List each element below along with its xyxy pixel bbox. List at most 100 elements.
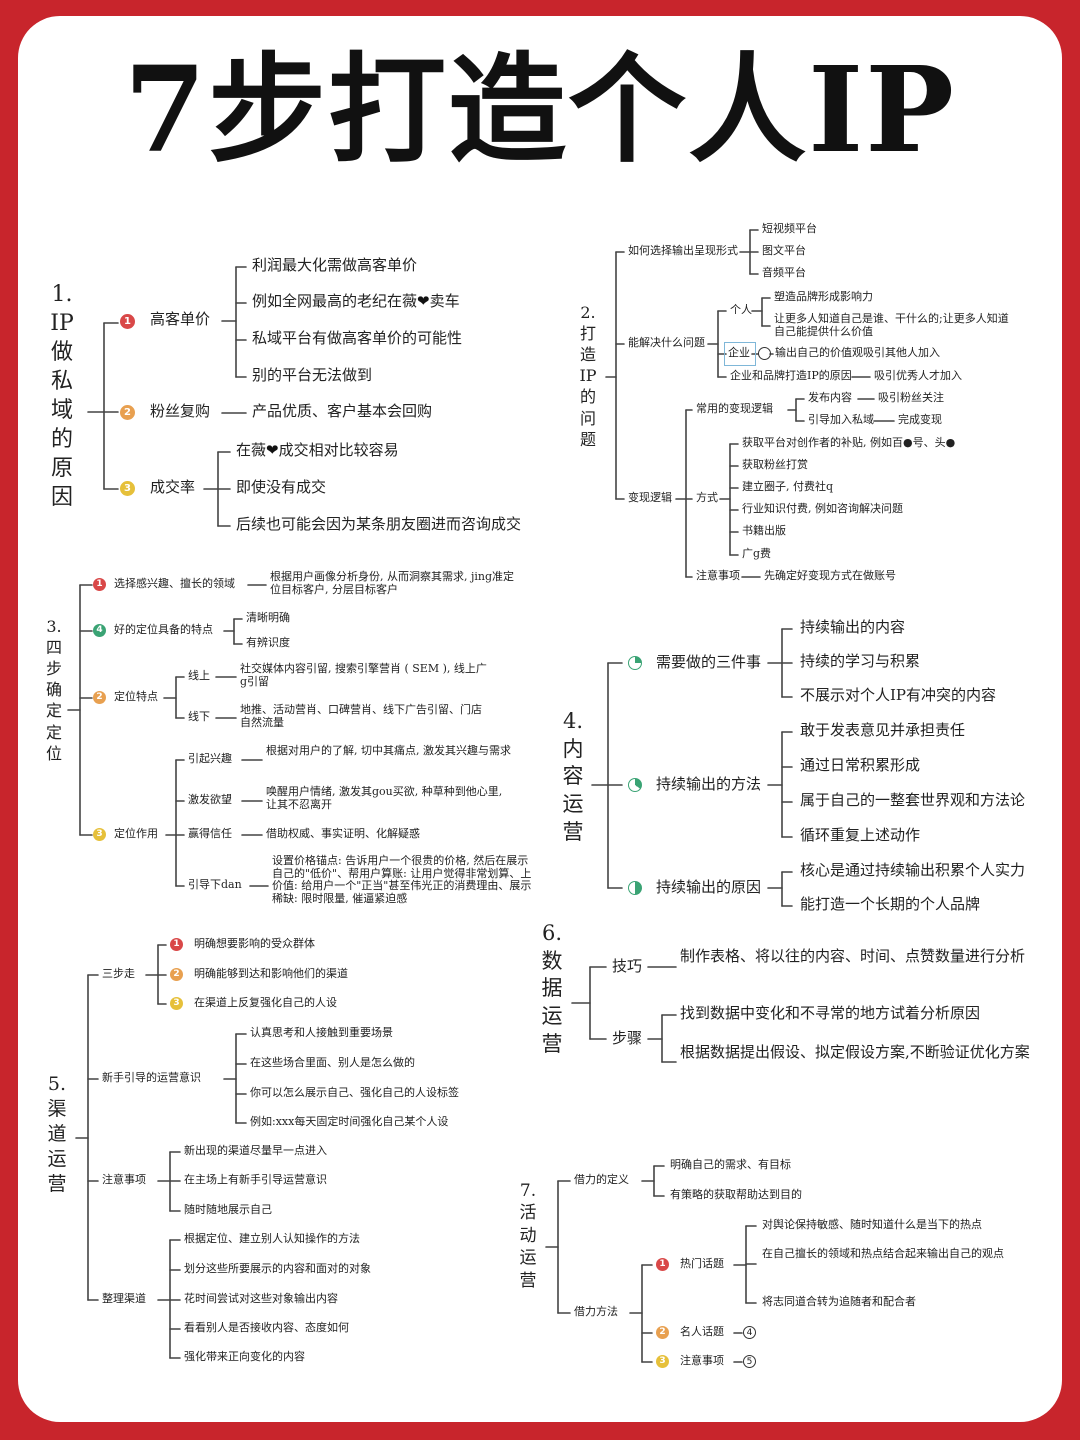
- number-1-badge: 1: [93, 578, 106, 591]
- s2-c2-item-3: 建立圈子, 付费社q: [742, 480, 834, 493]
- s3-d2-item: 唤醒用户情绪, 激发其gou买欲, 种草种到他心里, 让其不忍离开: [266, 785, 503, 811]
- s2-c2: 方式: [696, 491, 718, 504]
- s4-a-item-3: 不展示对个人IP有冲突的内容: [800, 686, 997, 704]
- s7-branch-definition: 借力的定义: [574, 1173, 629, 1186]
- s4-a-item-2: 持续的学习与积累: [800, 652, 921, 670]
- s2-c1-item-1: 发布内容: [808, 391, 852, 404]
- s6-a-item: 制作表格、将以往的内容、时间、点赞数量进行分析: [680, 947, 1026, 965]
- s1-b3-item-1-head: 在薇: [236, 441, 267, 459]
- s2-c1-item-2: 吸引粉丝关注: [878, 391, 944, 404]
- s3-a-item: 根据用户画像分析身份, 从而洞察其需求, jing准定位目标客户, 分层目标客户: [270, 570, 515, 596]
- section-4-label-text: 4. 内 容 运 营: [562, 709, 584, 844]
- s4-b-item-3: 属于自己的一整套世界观和方法论: [800, 791, 1026, 809]
- s2-a-item-3: 音频平台: [762, 266, 806, 279]
- s1-b1-item-3: 私域平台有做高客单价的可能性: [252, 329, 463, 347]
- number-1-badge: 1: [170, 938, 183, 951]
- number-2-badge: 2: [120, 405, 135, 420]
- s7-b1: 热门话题: [680, 1257, 724, 1270]
- s4-b-item-1: 敢于发表意见并承担责任: [800, 721, 966, 739]
- number-2-badge: 2: [170, 968, 183, 981]
- highlight-box: [724, 342, 756, 366]
- s7-b1-item-2: 在自己擅长的领域和热点结合起来输出自己的观点: [762, 1247, 1004, 1260]
- s2-person-item-2: 让更多人知道自己是谁、干什么的;让更多人知道自己能提供什么价值: [774, 312, 1009, 338]
- s2-c2-item-5: 书籍出版: [742, 524, 786, 537]
- s3-d4-item: 设置价格锚点: 告诉用户一个很贵的价格, 然后在展示自己的"低价"、帮用户算账:…: [272, 854, 532, 905]
- pie-third-icon: [628, 778, 642, 792]
- s3-d4: 引导下dan: [188, 878, 242, 891]
- s2-branch-monetize: 变现逻辑: [628, 491, 672, 504]
- s4-branch-reason: 持续输出的原因: [656, 878, 762, 896]
- s3-d2: 激发欲望: [188, 793, 232, 806]
- s5-branch-three-steps: 三步走: [102, 967, 135, 980]
- s1-b1-item-2: 例如全网最高的老纪在薇❤卖车: [252, 292, 460, 310]
- s2-a-item-1: 短视频平台: [762, 222, 817, 235]
- s5-a-item-1: 明确想要影响的受众群体: [194, 937, 315, 950]
- section-2-label: 2. 打 造 IP 的 问 题: [572, 302, 604, 450]
- number-3-badge: 3: [93, 828, 106, 841]
- collapsed-count-badge[interactable]: 5: [743, 1355, 756, 1368]
- s1-b1-item-2-text: 例如全网最高的老纪在薇: [252, 292, 418, 310]
- s5-c-item-3: 随时随地展示自己: [184, 1203, 272, 1216]
- s4-c-item-1: 核心是通过持续输出积累个人实力: [800, 861, 1026, 879]
- section-2-label-text: 2. 打 造 IP 的 问 题: [579, 303, 597, 449]
- s3-d3: 赢得信任: [188, 827, 232, 840]
- section-5-label: 5. 渠 道 运 营: [40, 1072, 74, 1197]
- s2-branch-format: 如何选择输出呈现形式: [628, 244, 738, 257]
- number-3-badge: 3: [120, 481, 135, 496]
- s1-branch-high-price: 高客单价: [150, 310, 211, 328]
- section-7-label: 7. 活 动 运 营: [512, 1180, 544, 1292]
- s2-c2-item-4: 行业知识付费, 例如咨询解决问题: [742, 502, 903, 515]
- s2-c2-item-6: 广g费: [742, 547, 772, 560]
- s5-branch-organize: 整理渠道: [102, 1292, 146, 1305]
- s7-b1-item-1: 对舆论保持敏感、随时知道什么是当下的热点: [762, 1218, 982, 1231]
- s2-branch-solve: 能解决什么问题: [628, 336, 705, 349]
- page-title: 7步打造个人IP: [123, 40, 957, 179]
- s2-a-item-2: 图文平台: [762, 244, 806, 257]
- s1-branch-repurchase: 粉丝复购: [150, 402, 211, 420]
- number-1-badge: 1: [656, 1258, 669, 1271]
- minus-circle-icon: [758, 347, 771, 360]
- s2-company: 企业: [728, 346, 750, 359]
- section-3-label-text: 3. 四 步 确 定 定 位: [45, 617, 62, 763]
- s1-b3-item-3: 后续也可能会因为某条朋友圈进而咨询成交: [236, 515, 522, 533]
- s5-d-item-1: 根据定位、建立别人认知操作的方法: [184, 1232, 360, 1245]
- s1-b1-item-2-tail: 卖车: [429, 292, 460, 310]
- s3-b-item-1: 清晰明确: [246, 611, 290, 624]
- number-4-badge: 4: [93, 624, 106, 637]
- s5-d-item-5: 强化带来正向变化的内容: [184, 1350, 305, 1363]
- s6-branch-steps: 步骤: [612, 1029, 643, 1047]
- number-3-badge: 3: [656, 1355, 669, 1368]
- s4-branch-three-things: 需要做的三件事: [656, 653, 762, 671]
- s3-branch-field: 选择感兴趣、擅长的领域: [114, 577, 235, 590]
- section-6-label-text: 6. 数 据 运 营: [541, 921, 563, 1056]
- s6-b-item-1: 找到数据中变化和不寻常的地方试着分析原因: [680, 1004, 981, 1022]
- s3-d1-item: 根据对用户的了解, 切中其痛点, 激发其兴趣与需求: [266, 744, 511, 757]
- s7-b2: 名人话题: [680, 1325, 724, 1338]
- section-1-label-text: 1. IP 做 私 域 的 原 因: [50, 282, 74, 511]
- s2-person-item-1: 塑造品牌形成影响力: [774, 290, 873, 303]
- s3-b-item-2: 有辨识度: [246, 636, 290, 649]
- s2-c3-item: 先确定好变现方式在做账号: [764, 569, 896, 582]
- s4-b-item-4: 循环重复上述动作: [800, 826, 921, 844]
- s1-b1-item-4: 别的平台无法做到: [252, 366, 373, 384]
- s5-b-item-4: 例如:xxx每天固定时间强化自己某个人设: [250, 1115, 449, 1128]
- s2-company-item: 输出自己的价值观吸引其他人加入: [775, 346, 940, 359]
- s5-b-item-1: 认真思考和人接触到重要场景: [250, 1026, 393, 1039]
- s1-b3-item-2: 即使没有成交: [236, 478, 327, 496]
- s1-b3-item-1: 在薇❤成交相对比较容易: [236, 441, 399, 459]
- s5-branch-newbie: 新手引导的运营意识: [102, 1071, 201, 1084]
- number-2-badge: 2: [656, 1326, 669, 1339]
- s1-branch-conversion: 成交率: [150, 478, 196, 496]
- collapsed-count-badge[interactable]: 4: [743, 1326, 756, 1339]
- s5-b-item-3: 你可以怎么展示自己、强化自己的人设标签: [250, 1086, 459, 1099]
- s3-d1: 引起兴趣: [188, 752, 232, 765]
- number-1-badge: 1: [120, 314, 135, 329]
- s6-branch-tips: 技巧: [612, 957, 643, 975]
- content-card: [18, 16, 1062, 1422]
- section-4-label: 4. 内 容 运 营: [556, 708, 590, 847]
- s1-b2-item: 产品优质、客户基本会回购: [252, 402, 433, 420]
- s2-c2-item-1: 获取平台对创作者的补贴, 例如百●号、头●: [742, 436, 956, 449]
- heart-icon: ❤: [417, 292, 430, 310]
- heart-icon: ❤: [266, 441, 279, 459]
- s7-b3: 注意事项: [680, 1354, 724, 1367]
